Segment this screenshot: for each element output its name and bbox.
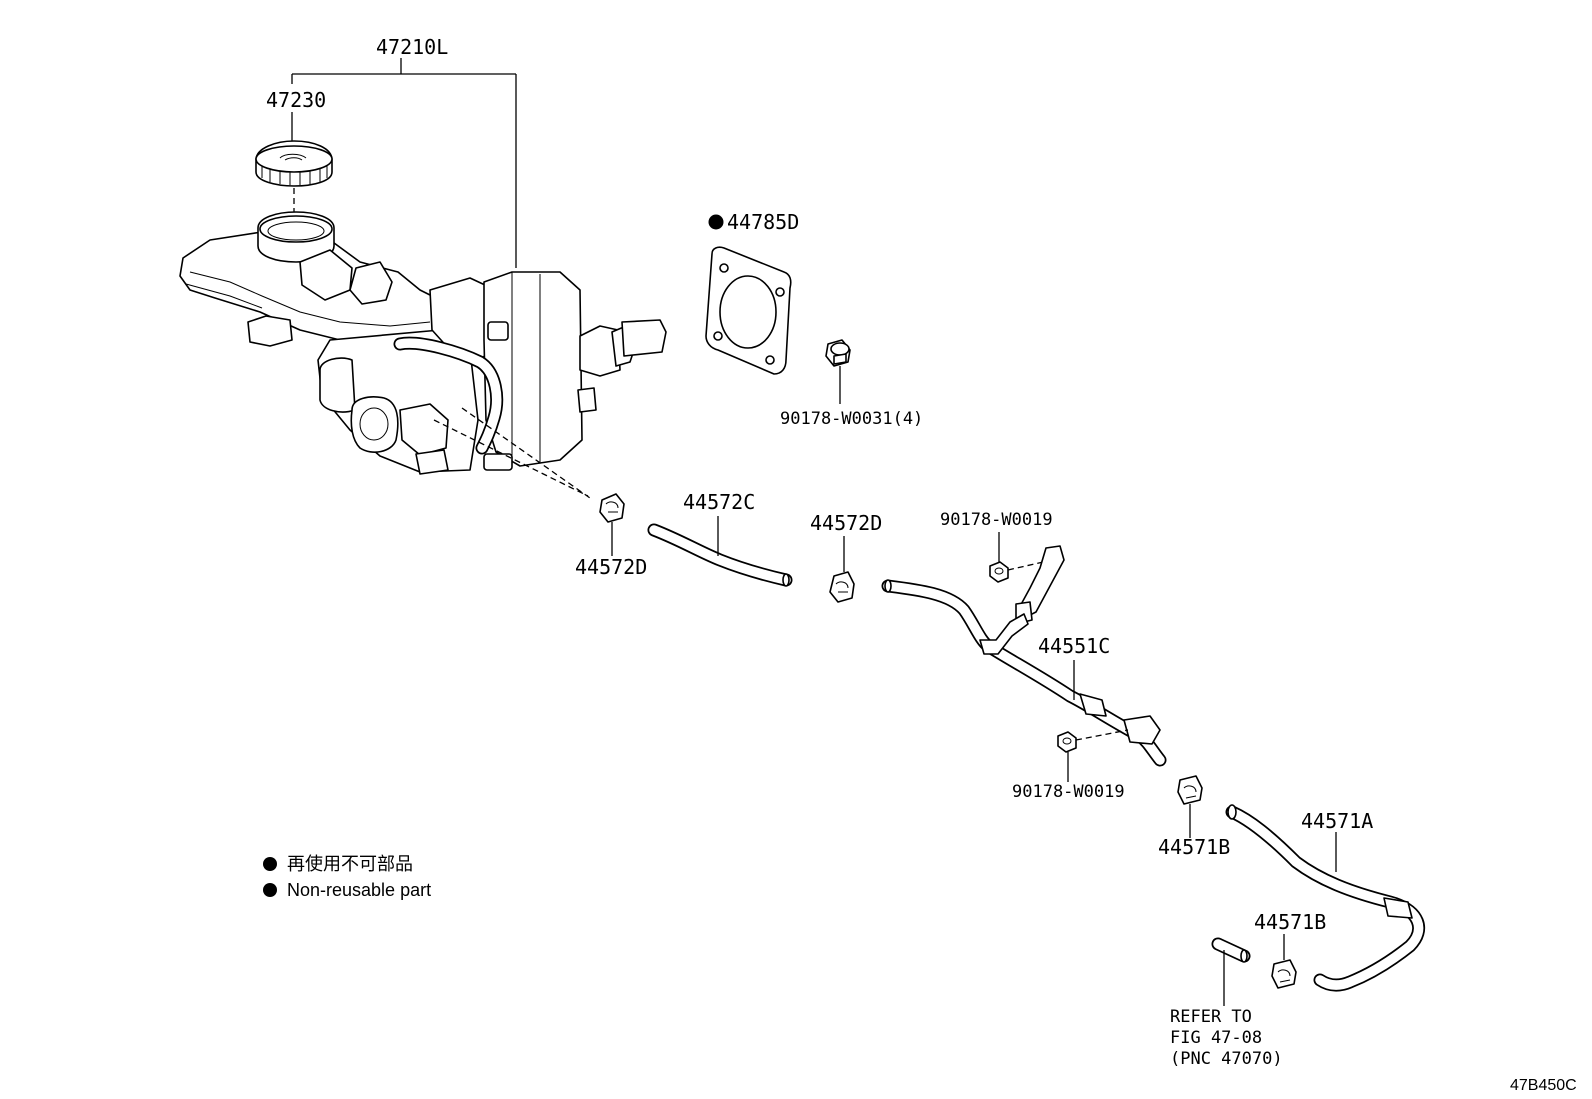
reservoir-cap[interactable] xyxy=(255,140,333,187)
legend-japanese: 再使用不可部品 xyxy=(287,854,413,874)
legend-bullet-icon xyxy=(263,857,277,871)
hose-44572c[interactable] xyxy=(647,523,793,587)
clip-44572d-middle[interactable] xyxy=(829,571,855,603)
assembly-leader xyxy=(291,58,517,268)
hose-44571a[interactable] xyxy=(1225,804,1426,992)
label-44571b-upper: 44571B xyxy=(1158,835,1230,859)
label-44551c: 44551C xyxy=(1038,634,1110,658)
reference-hose-stub xyxy=(1211,937,1251,963)
label-47230: 47230 xyxy=(266,88,326,112)
legend-bullet-icon xyxy=(263,883,277,897)
label-44572d-left: 44572D xyxy=(575,555,647,579)
legend: 再使用不可部品 Non-reusable part xyxy=(263,854,431,900)
label-90178-w0019-top: 90178-W0019 xyxy=(940,510,1053,530)
label-44572d-middle: 44572D xyxy=(810,511,882,535)
nut-90178-w0019-top[interactable] xyxy=(989,561,1009,583)
refer-line-1: REFER TO xyxy=(1170,1007,1252,1027)
figure-id: 47B450C xyxy=(1510,1077,1577,1094)
label-90178-w0031: 90178-W0031(4) xyxy=(780,409,923,429)
label-90178-w0019-bottom: 90178-W0019 xyxy=(1012,782,1125,802)
refer-line-3: (PNC 47070) xyxy=(1170,1049,1283,1069)
clip-44571b-lower[interactable] xyxy=(1271,959,1297,989)
clip-44572d-left[interactable] xyxy=(599,493,625,523)
clip-44571b-upper[interactable] xyxy=(1177,775,1203,805)
gasket[interactable] xyxy=(705,246,792,375)
nut-90178-w0019-bottom[interactable] xyxy=(1057,731,1077,753)
label-44571a: 44571A xyxy=(1301,809,1373,833)
legend-english: Non-reusable part xyxy=(287,880,431,900)
label-44785d: 44785D xyxy=(727,210,799,234)
bolt-90178-w0031[interactable] xyxy=(825,339,851,367)
non-reusable-marker-icon xyxy=(708,214,724,230)
label-44571b-lower: 44571B xyxy=(1254,910,1326,934)
refer-line-2: FIG 47-08 xyxy=(1170,1028,1262,1048)
label-44572c: 44572C xyxy=(683,490,755,514)
master-cylinder-assembly[interactable] xyxy=(179,211,667,475)
label-47210l: 47210L xyxy=(376,35,448,59)
pipe-44551c[interactable] xyxy=(881,545,1167,767)
